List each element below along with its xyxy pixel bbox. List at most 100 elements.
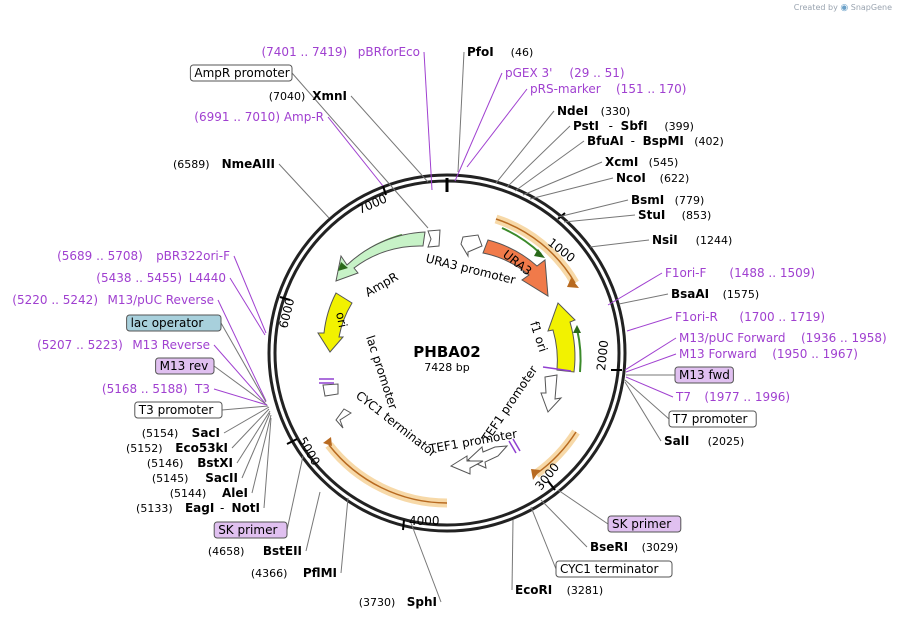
ecori-right-leader	[511, 519, 514, 591]
m13-puc-reverse-left-leader	[217, 299, 267, 402]
saci-left-name: SacI	[192, 426, 220, 440]
label-pbr322ori-f-left: pBR322ori-F(5689 .. 5708)	[57, 249, 230, 263]
label-pfoi-right: PfoI(46)	[467, 45, 533, 59]
eagi-left-name2: NotI	[232, 501, 261, 515]
amp-r-left-name: Amp-R	[284, 110, 324, 124]
cyc1-terminator-right-leader	[530, 506, 557, 570]
label-alei-left: AleI(5144)	[170, 486, 248, 500]
nsii-right-name: NsiI	[652, 233, 678, 247]
prs-marker-right-leader	[466, 88, 528, 168]
lac-operator-left-leader	[220, 322, 267, 403]
ndei-right-pos: (330)	[601, 105, 631, 118]
cyc1-terminator-arrow	[335, 408, 352, 429]
saci-left-pos: (5154)	[142, 427, 179, 440]
bsaai-right-name: BsaAI	[671, 287, 709, 301]
green-arc-right	[576, 328, 582, 373]
label-prs-marker-right: pRS-marker(151 .. 170)	[530, 82, 686, 96]
label-ecori-right: EcoRI(3281)	[515, 583, 603, 597]
f1-ori-arrow	[547, 302, 576, 373]
arrowhead-orange-2	[531, 469, 540, 480]
nsii-right-leader	[589, 239, 650, 248]
pflmi-left-name: PflMI	[303, 566, 337, 580]
tick-3000: 3000	[532, 460, 562, 493]
m13-reverse-left-pos: (5207 .. 5223)	[37, 338, 123, 352]
eagi-left-pos: (5133)	[136, 502, 173, 515]
pgex-3--right-leader	[454, 72, 503, 182]
tick-4000: 4000	[409, 514, 440, 528]
m13-puc-forward-right-pos: (1936 .. 1958)	[801, 331, 887, 345]
nmeaiii-left-name: NmeAIII	[222, 157, 275, 171]
sk-primer-right-name: SK primer	[612, 517, 671, 531]
m13-fwd-right-name: M13 fwd	[679, 368, 730, 382]
backbone-outer	[267, 173, 627, 533]
label-m13-puc-reverse-left: M13/pUC Reverse(5220 .. 5242)	[12, 293, 214, 307]
pbr322ori-f-left-leader	[233, 255, 267, 334]
tick-6000: 6000	[276, 297, 297, 330]
t7-right-name: T7	[675, 390, 691, 404]
sali-right-leader	[624, 381, 662, 442]
f1ori-r-right-pos: (1700 .. 1719)	[739, 310, 825, 324]
nsii-right-pos: (1244)	[696, 234, 733, 247]
label-m13-reverse-left: M13 Reverse (5207 .. 5223)	[37, 338, 210, 352]
tef1-promoter-arrow-3	[449, 455, 484, 475]
bfuai-right-leader	[514, 140, 585, 192]
bseri-right-name: BseRI	[590, 540, 628, 554]
arrowhead-green-3	[573, 325, 581, 333]
label-f1-ori: f1 ori	[527, 320, 550, 354]
label-xmni-left: XmnI(7040)	[269, 89, 347, 103]
bsteii-left-pos: (4658)	[208, 545, 245, 558]
t3-promoter-left-name: T3 promoter	[138, 403, 214, 417]
m13-puc-forward-right-leader	[624, 337, 677, 371]
label-ndei-right: NdeI(330)	[557, 104, 630, 118]
label-sacii-left: SacII(5145)	[152, 471, 238, 485]
m13-reverse-left-leader	[213, 344, 266, 404]
watermark-brand: SnapGene	[850, 3, 892, 12]
ampr-promoter-left-leader	[291, 72, 429, 229]
psti-right-name2: SbfI	[621, 119, 648, 133]
label-sk-primer-right: SK primer	[607, 515, 682, 533]
bsteii-left-name: BstEII	[263, 544, 302, 558]
amp-r-left-pos: (6991 .. 7010)	[194, 110, 280, 124]
xcmi-right-name: XcmI	[605, 155, 638, 169]
cyc1-terminator-right-name-box	[555, 560, 673, 578]
sali-right-pos: (2025)	[708, 435, 745, 448]
lac-promoter-arrow	[322, 383, 339, 397]
bsmi-right-pos: (779)	[675, 194, 705, 207]
label-cyc1-terminator-right: CYC1 terminator	[555, 560, 673, 578]
sk-primer-left-name-box	[213, 521, 288, 539]
label-saci-left: SacI (5154)	[142, 426, 220, 440]
t3-left-pos: (5168 .. 5188)	[102, 382, 188, 396]
label-pbrforeco-left: pBRforEco(7401 .. 7419)	[261, 45, 420, 59]
bsmi-right-leader	[557, 199, 629, 218]
label-amp-r-left: Amp-R (6991 .. 7010)	[194, 110, 324, 124]
ampr-promoter-arrow	[427, 229, 441, 248]
pfoi-right-name: PfoI	[467, 45, 494, 59]
arrowhead-orange-1	[567, 278, 579, 288]
stui-right-leader	[563, 214, 636, 223]
ampr-promoter-left-name-box	[189, 64, 293, 82]
pbrforeco-left-name: pBRforEco	[358, 45, 420, 59]
m13-reverse-left-name: M13 Reverse	[132, 338, 210, 352]
label-tef1-promoter-1: TEF1 promoter	[427, 427, 518, 456]
bfuai-right-name: BfuAI	[587, 134, 624, 148]
prs-marker-right-pos: (151 .. 170)	[616, 82, 686, 96]
label-t3-left: T3(5168 .. 5188)	[102, 382, 210, 396]
label-ampr-promoter-left: AmpR promoter	[189, 64, 293, 82]
label-m13-puc-forward-right: M13/pUC Forward(1936 .. 1958)	[679, 331, 887, 345]
cyc1-terminator-right-name: CYC1 terminator	[560, 562, 659, 576]
ampr-arrow	[335, 231, 426, 282]
eagi-left-name: EagI	[185, 501, 214, 515]
label-bsmi-right: BsmI(779)	[631, 193, 704, 207]
label-ori: ori	[333, 311, 350, 329]
l4440-left-name: L4440	[189, 271, 226, 285]
m13-fwd-right-name-box	[674, 366, 734, 384]
xmni-left-pos: (7040)	[269, 90, 306, 103]
label-f1ori-f-right: F1ori-F(1488 .. 1509)	[665, 266, 815, 280]
label-m13-fwd-right: M13 fwd	[674, 366, 734, 384]
eco53ki-left-name: Eco53kI	[175, 441, 228, 455]
label-bseri-right: BseRI(3029)	[590, 540, 678, 554]
t3-promoter-left-leader	[221, 405, 269, 411]
tef1-promoter-arrow-1	[540, 374, 563, 413]
stui-right-name: StuI	[638, 208, 665, 222]
ampr-promoter-left-name: AmpR promoter	[194, 66, 289, 80]
